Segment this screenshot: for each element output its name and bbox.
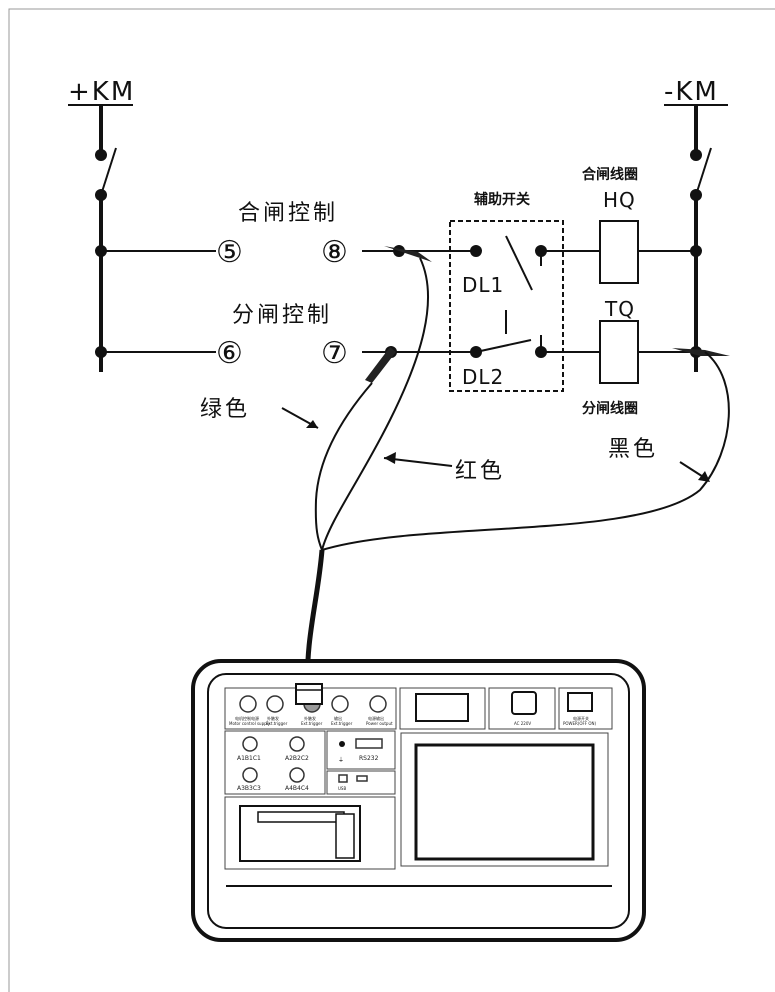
channel-panel bbox=[224, 730, 326, 795]
close-coil-label: HQ bbox=[603, 188, 636, 212]
port-label-2: 外触发 bbox=[267, 715, 279, 721]
port-sublabel-5: Power output bbox=[366, 721, 393, 726]
cable-plug bbox=[295, 683, 323, 705]
port-sublabel-2: Ext.trigger bbox=[266, 721, 288, 726]
port-sublabel-1: Motor control supply bbox=[229, 721, 271, 726]
lcd-screen bbox=[414, 743, 595, 861]
green-arrow-head bbox=[306, 420, 318, 428]
rs232-label: RS232 bbox=[359, 755, 379, 762]
trip-coil-label: TQ bbox=[604, 297, 635, 321]
terminal-8: ⑧ bbox=[321, 235, 348, 270]
black-arrow-head bbox=[698, 471, 710, 482]
ac-label: AC 220V bbox=[514, 721, 531, 726]
black-lead bbox=[321, 351, 730, 551]
usb-b-port[interactable] bbox=[338, 774, 348, 783]
page-border bbox=[8, 8, 775, 992]
test-instrument: 电机控制电源 外触发 外触发 输出 电源输出 Motor control sup… bbox=[191, 659, 646, 942]
aux-switch-label: 辅助开关 bbox=[474, 191, 530, 208]
channel-4-label: A4B4C4 bbox=[285, 785, 309, 792]
ground-icon: ⏚ bbox=[338, 757, 344, 764]
negative-switch-dot-top bbox=[690, 149, 702, 161]
power-switch[interactable] bbox=[567, 692, 593, 712]
positive-switch-blade bbox=[100, 147, 117, 196]
channel-1-label: A1B1C1 bbox=[237, 755, 261, 762]
red-arrow-head bbox=[384, 452, 396, 464]
green-wire-label: 绿色 bbox=[200, 397, 250, 422]
channel-3-label: A3B3C3 bbox=[237, 785, 261, 792]
ac-socket-icon[interactable] bbox=[511, 691, 537, 715]
black-clip-icon bbox=[672, 348, 730, 356]
printer-door[interactable] bbox=[335, 813, 355, 859]
comm-panel bbox=[326, 730, 396, 770]
printer-panel bbox=[224, 796, 396, 870]
terminal-7: ⑦ bbox=[321, 336, 348, 371]
channel-2-connector[interactable] bbox=[289, 736, 305, 752]
dl1-blade bbox=[505, 235, 533, 291]
counter-window bbox=[415, 693, 469, 722]
instrument-inner bbox=[207, 673, 630, 929]
port-ext-trigger-1[interactable] bbox=[266, 695, 284, 713]
port-power-output[interactable] bbox=[369, 695, 387, 713]
red-wire-label: 红色 bbox=[455, 459, 505, 484]
port-sublabel-4: Ext.trigger bbox=[331, 721, 353, 726]
negative-switch-blade bbox=[695, 147, 712, 196]
terminal-6: ⑥ bbox=[216, 336, 243, 371]
printer-body bbox=[239, 805, 361, 862]
usb-label: USB bbox=[338, 786, 346, 791]
trip-coil-box bbox=[599, 320, 639, 384]
red-lead bbox=[321, 257, 430, 551]
port-output[interactable] bbox=[331, 695, 349, 713]
port-sublabel-3: Ext.trigger bbox=[301, 721, 323, 726]
power-frame bbox=[558, 687, 613, 730]
rs232-port[interactable] bbox=[355, 738, 383, 749]
negative-bus-label: -KM bbox=[664, 77, 719, 107]
open-control-label: 分闸控制 bbox=[232, 303, 332, 328]
channel-1-connector[interactable] bbox=[242, 736, 258, 752]
channel-3-connector[interactable] bbox=[242, 767, 258, 783]
positive-switch-dot-top bbox=[95, 149, 107, 161]
red-clip-icon bbox=[384, 246, 432, 262]
port-label-4: 输出 bbox=[334, 715, 342, 721]
ground-terminal bbox=[339, 741, 345, 747]
port-label-1: 电机控制电源 bbox=[235, 715, 259, 721]
power-label: 电源开关 bbox=[573, 715, 589, 721]
usb-panel bbox=[326, 770, 396, 795]
dl2-blade bbox=[475, 339, 532, 353]
ac-frame bbox=[488, 687, 556, 730]
port-label-3: 外触发 bbox=[304, 715, 316, 721]
printer-slot bbox=[257, 811, 345, 823]
channel-4-connector[interactable] bbox=[289, 767, 305, 783]
aux-switch-box bbox=[449, 220, 564, 392]
port-label-5: 电源输出 bbox=[368, 715, 384, 721]
dl1-left-contact bbox=[470, 245, 482, 257]
close-control-label: 合闸控制 bbox=[238, 201, 338, 226]
usb-a-port[interactable] bbox=[356, 775, 368, 782]
green-clip-icon bbox=[365, 347, 396, 383]
port-motor-supply[interactable] bbox=[239, 695, 257, 713]
close-coil-title: 合闸线圈 bbox=[582, 166, 638, 183]
lcd-bezel bbox=[400, 732, 609, 867]
green-lead bbox=[314, 382, 373, 551]
channel-2-label: A2B2C2 bbox=[285, 755, 309, 762]
close-coil-box bbox=[599, 220, 639, 284]
power-sublabel: POWER(OFF ON) bbox=[563, 721, 597, 726]
dl2-label: DL2 bbox=[462, 365, 504, 389]
terminal-5: ⑤ bbox=[216, 235, 243, 270]
dl1-label: DL1 bbox=[462, 273, 504, 297]
trip-coil-title: 分闸线圈 bbox=[582, 400, 638, 417]
black-wire-label: 黑色 bbox=[608, 437, 658, 462]
counter-frame bbox=[399, 687, 486, 730]
positive-bus-label: +KM bbox=[68, 77, 135, 107]
